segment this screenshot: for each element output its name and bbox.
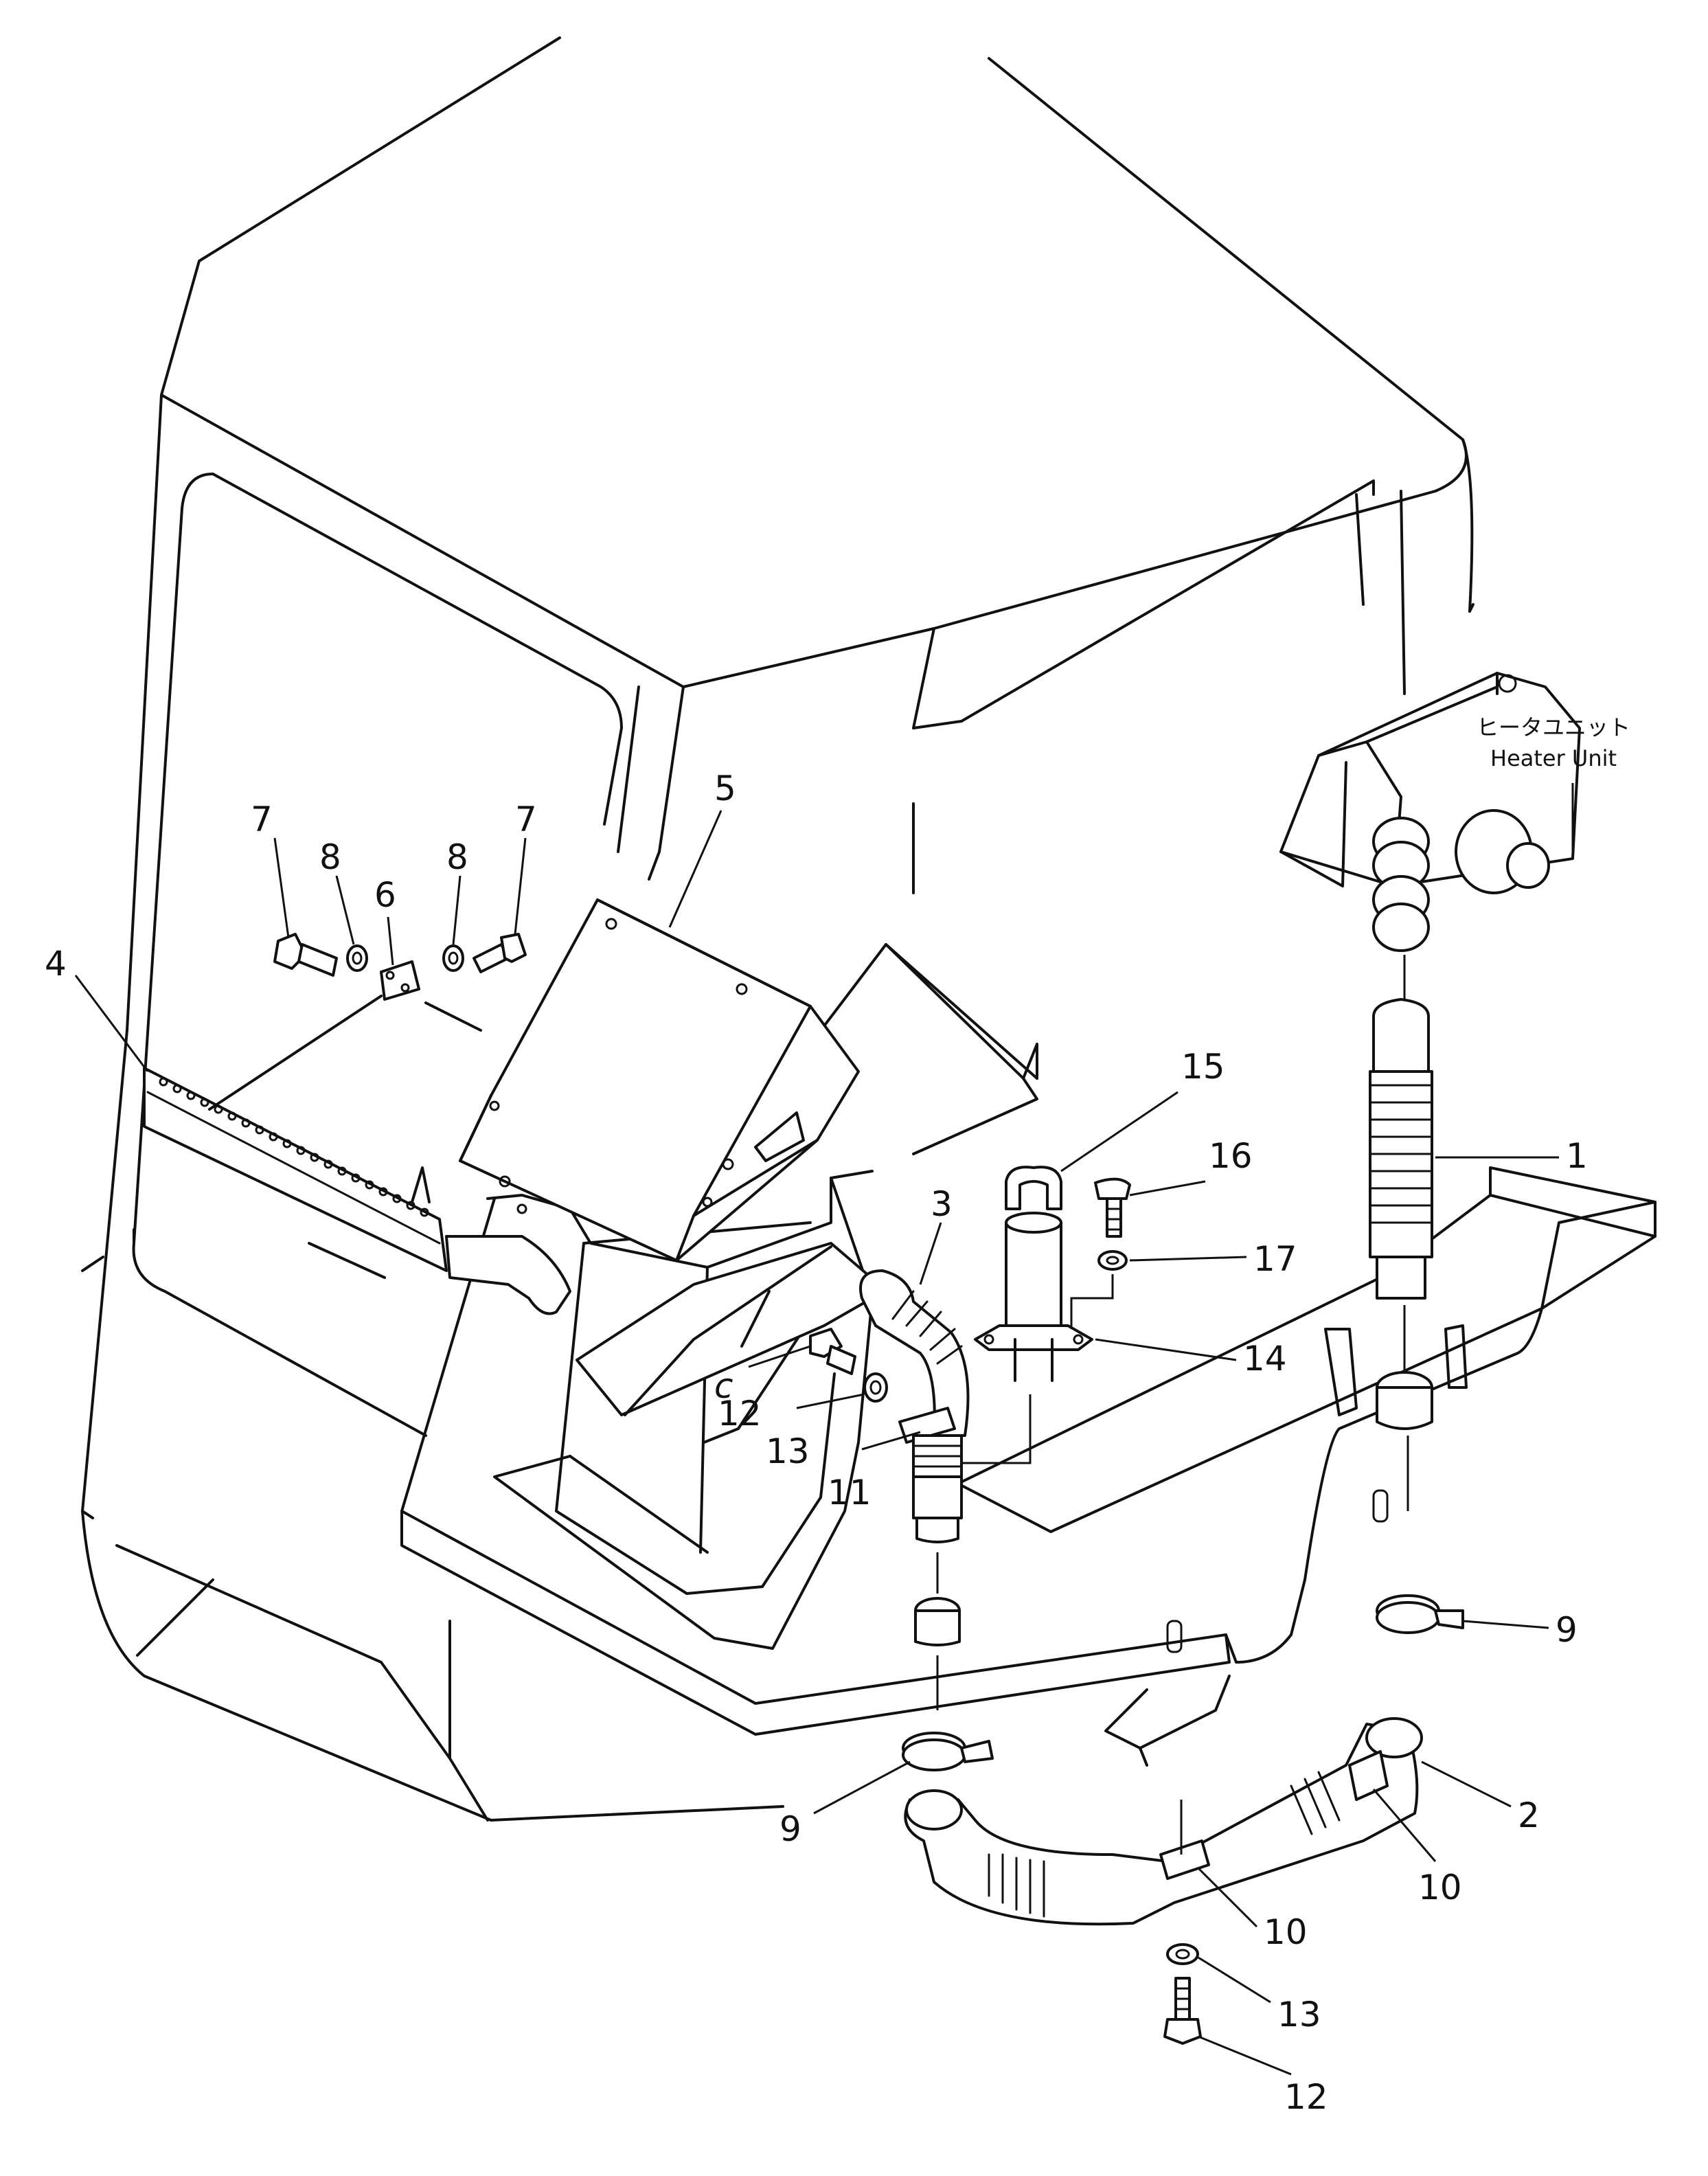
- svg-text:c: c: [714, 1366, 733, 1406]
- callout-5: 5: [714, 769, 736, 808]
- heater-unit-label-en: Heater Unit: [1490, 745, 1617, 771]
- duct-hood: [459, 898, 860, 1262]
- callout-8a: 8: [319, 837, 341, 877]
- callout-13b: 13: [1277, 1995, 1321, 2035]
- callout-2: 2: [1518, 1795, 1540, 1835]
- callout-7a: 7: [251, 800, 273, 839]
- callout-4: 4: [45, 944, 67, 984]
- bolts-12-13: [809, 1328, 1202, 2045]
- callout-numbers: 1 2 3 4 5 6 7 7 8 8 9 9 10 10 11 12 12 1…: [45, 769, 1588, 2117]
- callout-1: 1: [1566, 1136, 1588, 1176]
- callout-15: 15: [1181, 1047, 1225, 1087]
- callout-8b: 8: [446, 837, 468, 877]
- heater-unit: ヒータユニット Heater Unit: [1279, 672, 1630, 952]
- callout-17: 17: [1253, 1239, 1297, 1279]
- pipe-2: [904, 1717, 1423, 1926]
- callout-leaders: [74, 810, 1559, 2076]
- callout-14: 14: [1243, 1339, 1287, 1379]
- callout-16: 16: [1209, 1136, 1253, 1176]
- defroster-nozzle: [143, 1067, 571, 1315]
- callout-10b: 10: [1264, 1912, 1308, 1952]
- bracket-bolts: [208, 933, 527, 1111]
- callout-3: 3: [931, 1184, 953, 1224]
- callout-12a: 12: [718, 1394, 762, 1433]
- callout-13a: 13: [766, 1431, 810, 1471]
- callout-9b: 9: [779, 1809, 801, 1849]
- callout-7b: 7: [515, 800, 537, 839]
- callout-9a: 9: [1556, 1610, 1578, 1650]
- callout-6: 6: [374, 875, 396, 915]
- heater-unit-label-jp: ヒータユニット: [1477, 714, 1630, 740]
- floor-plate: c c: [400, 943, 1656, 1767]
- cab-outline: [81, 36, 1474, 1822]
- nozzle-holes: [159, 1077, 429, 1217]
- callout-11: 11: [828, 1473, 872, 1512]
- callout-10a: 10: [1418, 1868, 1462, 1907]
- clamps-9: [902, 1594, 1464, 1771]
- duct-tube: [974, 1166, 1131, 1382]
- callout-12b: 12: [1284, 2077, 1328, 2117]
- hose-1: [1369, 955, 1433, 1511]
